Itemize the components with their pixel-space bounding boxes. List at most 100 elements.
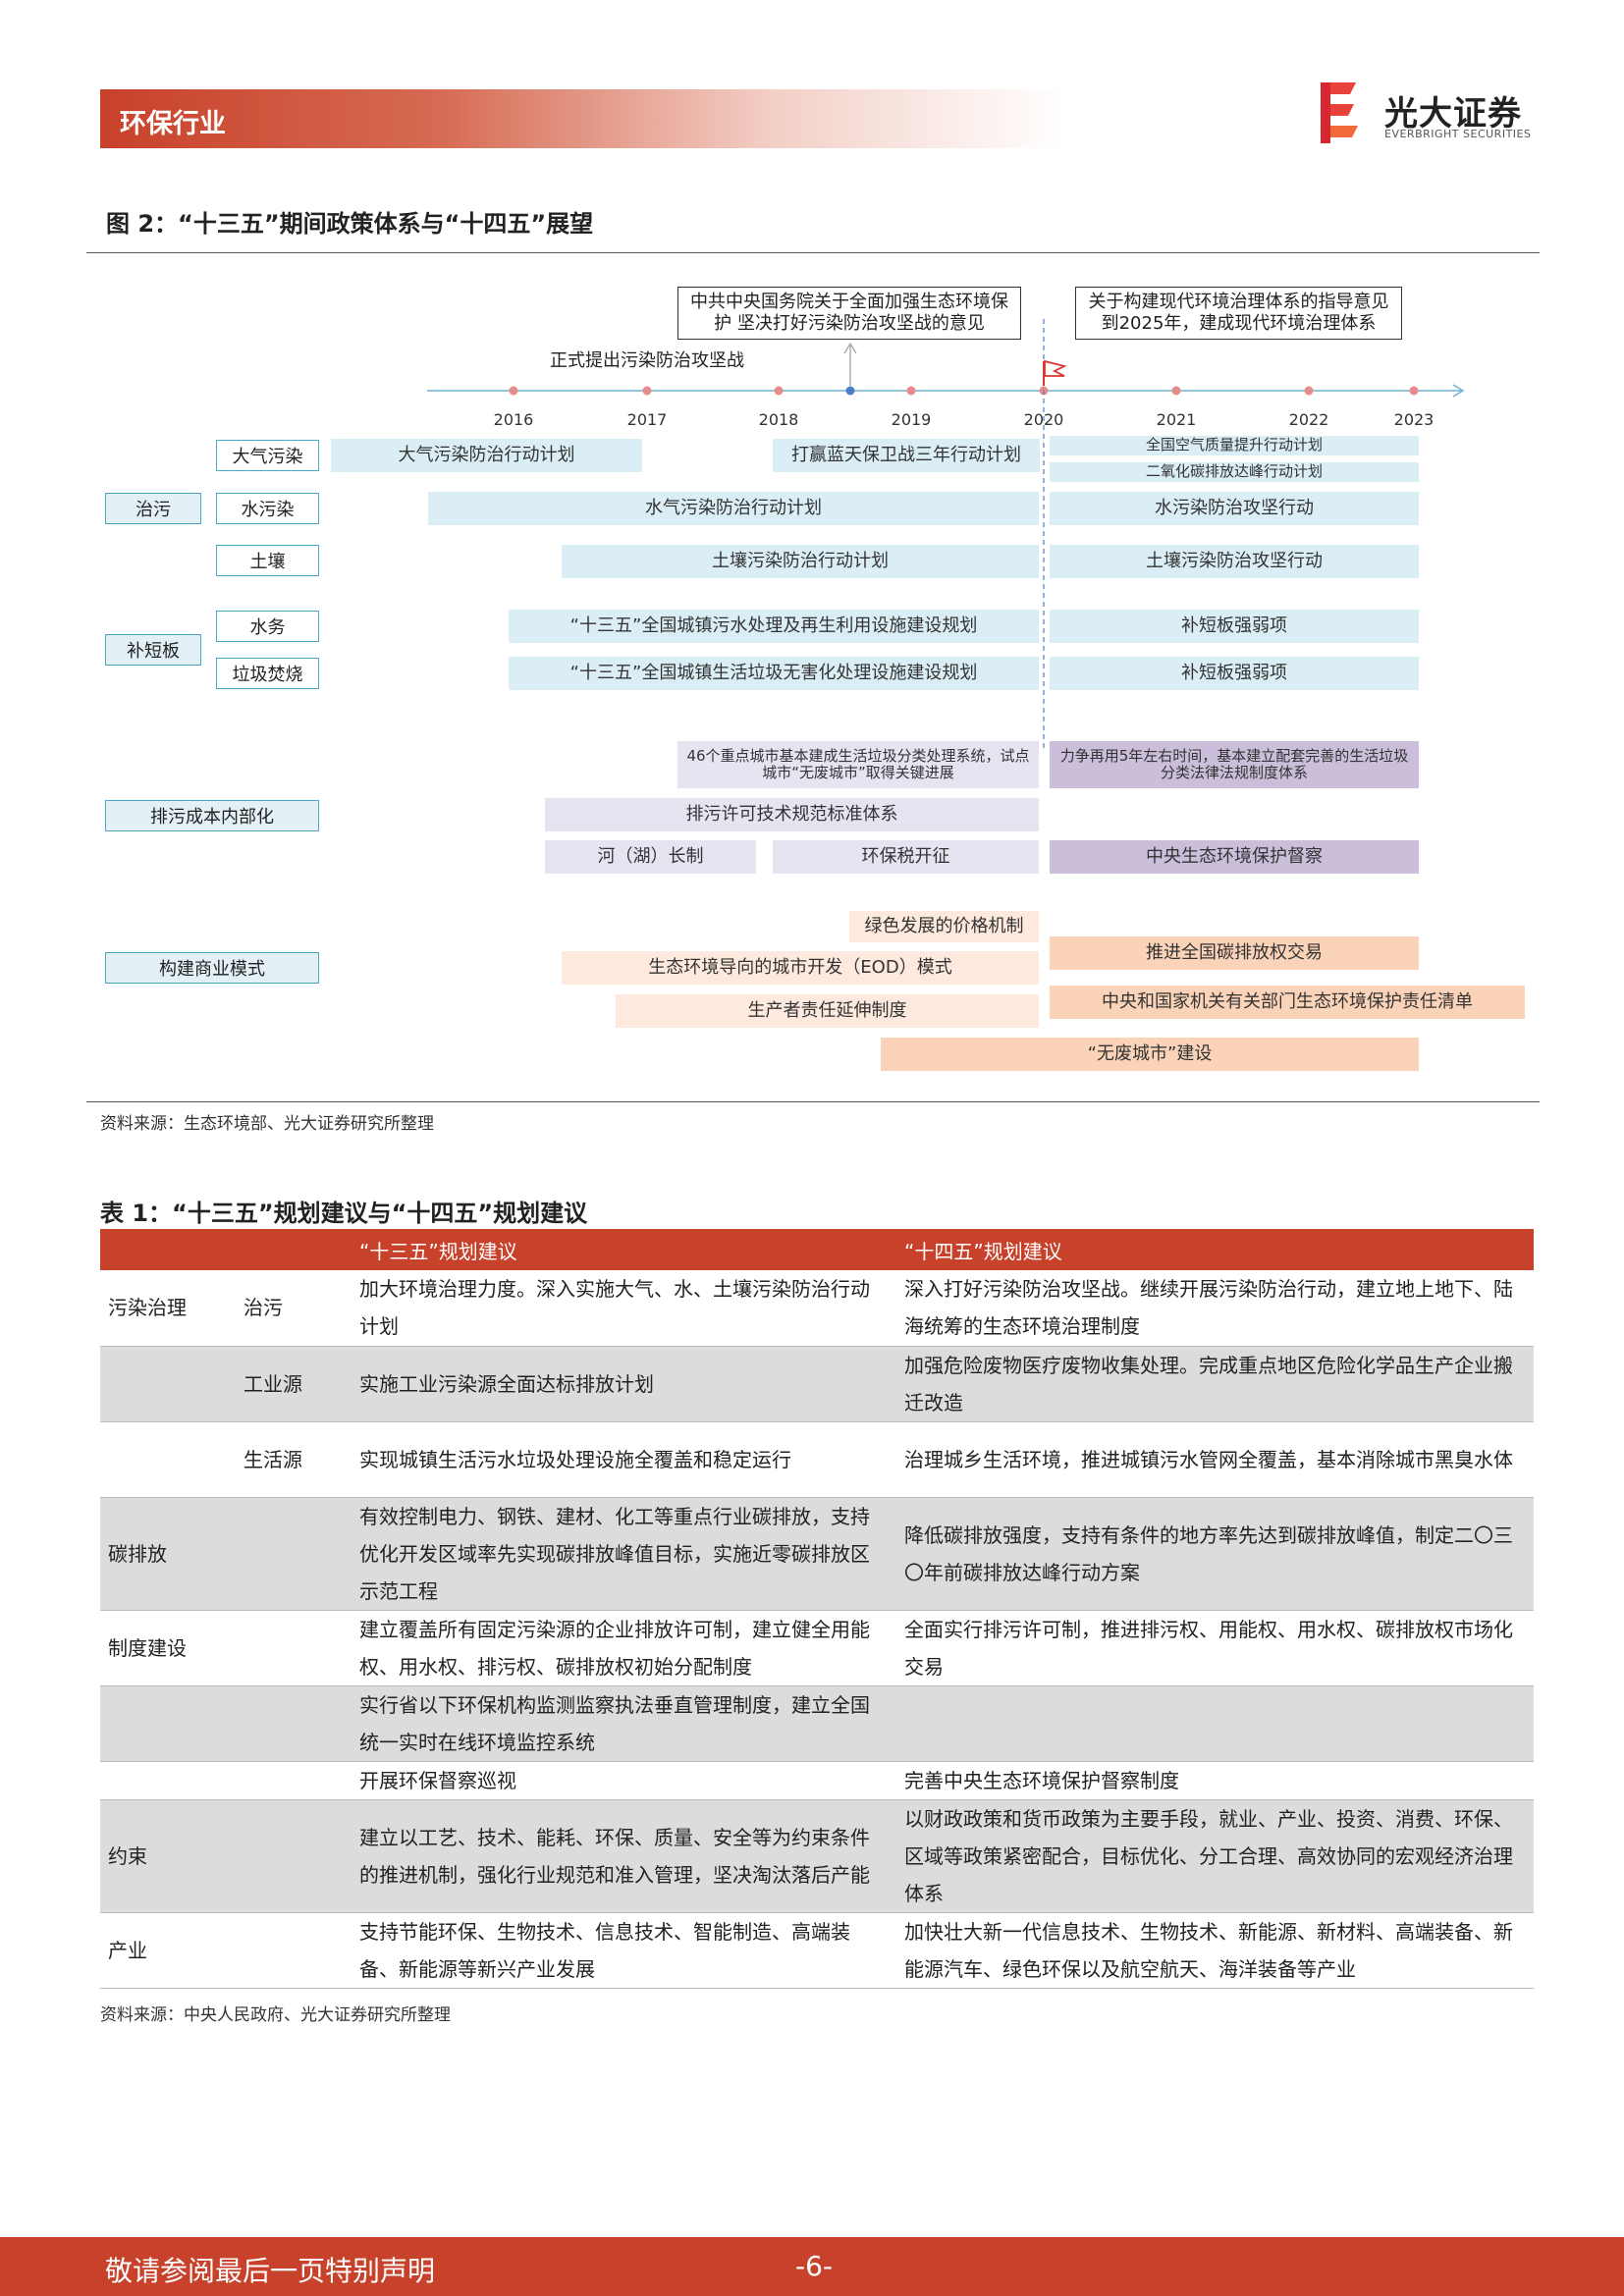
bar-soil-battle: 土壤污染防治攻坚行动 [1050, 545, 1419, 578]
table-row: 约束 建立以工艺、技术、能耗、环保、质量、安全等为约束条件的推进机制，强化行业规… [100, 1799, 1534, 1913]
table-cell [236, 1497, 352, 1611]
timeline-axis [427, 319, 1465, 751]
table-row: 碳排放 有效控制电力、钢铁、建材、化工等重点行业碳排放，支持优化开发区域率先实现… [100, 1497, 1534, 1611]
bar-short-2: 补短板强弱项 [1050, 657, 1419, 690]
policy-timeline-figure: 中共中央国务院关于全面加强生态环境保护 坚决打好污染防治攻坚战的意见 关于构建现… [88, 275, 1542, 1080]
year-label: 2017 [626, 410, 668, 429]
table-cell [100, 1346, 236, 1422]
table-cell: 加大环境治理力度。深入实施大气、水、土壤污染防治行动计划 [352, 1270, 896, 1347]
year-label: 2019 [891, 410, 932, 429]
table-row: 生活源 实现城镇生活污水垃圾处理设施全覆盖和稳定运行 治理城乡生活环境，推进城镇… [100, 1421, 1534, 1498]
bar-inspection: 中央生态环境保护督察 [1050, 840, 1419, 874]
table-cell: 有效控制电力、钢铁、建材、化工等重点行业碳排放，支持优化开发区域率先实现碳排放峰… [352, 1497, 896, 1611]
table-cell [100, 1421, 236, 1498]
bar-green-price: 绿色发展的价格机制 [849, 911, 1039, 942]
table-cell [236, 1685, 352, 1762]
bar-garbage-law: 力争再用5年左右时间，基本建立配套完善的生活垃圾分类法律法规制度体系 [1050, 741, 1419, 788]
bar-env-tax: 环保税开征 [773, 840, 1039, 874]
category-shortboard: 补短板 [105, 634, 201, 666]
table-cell: 加强危险废物医疗废物收集处理。完成重点地区危险化学品生产企业搬迁改造 [896, 1346, 1534, 1422]
table-cell: 以财政政策和货币政策为主要手段，就业、产业、投资、消费、环保、区域等政策紧密配合… [896, 1799, 1534, 1913]
table-cell: 制度建设 [100, 1610, 236, 1686]
bar-eod: 生态环境导向的城市开发（EOD）模式 [562, 951, 1039, 985]
bar-co2-peak: 二氧化碳排放达峰行动计划 [1050, 462, 1419, 482]
year-label: 2018 [758, 410, 799, 429]
table-cell: 碳排放 [100, 1497, 236, 1611]
bar-carbon-trade: 推进全国碳排放权交易 [1050, 936, 1419, 970]
table-row: 工业源 实施工业污染源全面达标排放计划 加强危险废物医疗废物收集处理。完成重点地… [100, 1346, 1534, 1422]
table-cell [100, 1761, 236, 1800]
bar-blue-sky: 打赢蓝天保卫战三年行动计划 [773, 439, 1040, 472]
table-cell: 治理城乡生活环境，推进城镇污水管网全覆盖，基本消除城市黑臭水体 [896, 1421, 1534, 1498]
table-cell: 建立覆盖所有固定污染源的企业排放许可制，建立健全用能权、用水权、排污权、碳排放权… [352, 1610, 896, 1686]
plan-comparison-table: “十三五”规划建议 “十四五”规划建议 污染治理 治污 加大环境治理力度。深入实… [100, 1229, 1534, 1989]
header-banner [100, 89, 1062, 148]
bar-permit-std: 排污许可技术规范标准体系 [545, 798, 1039, 831]
category-pollution: 治污 [105, 493, 201, 524]
table-source: 资料来源：中央人民政府、光大证券研究所整理 [100, 2005, 451, 2025]
figure-top-rule [86, 252, 1540, 253]
table-cell: 约束 [100, 1799, 236, 1913]
table-cell: 生活源 [236, 1421, 352, 1498]
bar-duty-list: 中央和国家机关有关部门生态环境保护责任清单 [1050, 986, 1525, 1019]
subcategory-waterworks: 水务 [216, 611, 319, 642]
bar-epr: 生产者责任延伸制度 [616, 994, 1039, 1028]
page-number: -6- [795, 2250, 834, 2282]
bar-short-1: 补短板强弱项 [1050, 610, 1419, 643]
bar-water-battle: 水污染防治攻坚行动 [1050, 492, 1419, 525]
table-cell: 深入打好污染防治攻坚战。继续开展污染防治行动，建立地上地下、陆海统筹的生态环境治… [896, 1270, 1534, 1347]
bar-water-plan: 水气污染防治行动计划 [428, 492, 1039, 525]
table-row: 制度建设 建立覆盖所有固定污染源的企业排放许可制，建立健全用能权、用水权、排污权… [100, 1610, 1534, 1686]
year-label: 2021 [1156, 410, 1197, 429]
year-label: 2023 [1393, 410, 1435, 429]
figure-caption: 图 2：“十三五”期间政策体系与“十四五”展望 [106, 210, 594, 238]
table-cell [236, 1761, 352, 1800]
bar-air-plan: 大气污染防治行动计划 [331, 439, 642, 472]
table-cell: 工业源 [236, 1346, 352, 1422]
year-label: 2022 [1288, 410, 1329, 429]
subcategory-air: 大气污染 [216, 440, 319, 471]
bar-river-chief: 河（湖）长制 [545, 840, 756, 874]
bar-soil-plan: 土壤污染防治行动计划 [562, 545, 1039, 578]
bar-no-waste: “无废城市”建设 [881, 1038, 1419, 1071]
footer-banner [0, 2237, 1624, 2296]
table-row: 开展环保督察巡视 完善中央生态环境保护督察制度 [100, 1761, 1534, 1800]
timeline-label: 正式提出污染防治攻坚战 [550, 350, 744, 371]
table-cell: 降低碳排放强度，支持有条件的地方率先达到碳排放峰值，制定二〇三〇年前碳排放达峰行… [896, 1497, 1534, 1611]
table-cell: 实施工业污染源全面达标排放计划 [352, 1346, 896, 1422]
table-cell: 全面实行排污许可制，推进排污权、用能权、用水权、碳排放权市场化交易 [896, 1610, 1534, 1686]
table-cell: 污染治理 [100, 1270, 236, 1347]
callout-left: 中共中央国务院关于全面加强生态环境保护 坚决打好污染防治攻坚战的意见 [677, 287, 1021, 340]
table-row: 污染治理 治污 加大环境治理力度。深入实施大气、水、土壤污染防治行动计划 深入打… [100, 1270, 1534, 1347]
logo-name-en: EVERBRIGHT SECURITIES [1384, 128, 1532, 140]
bar-air-quality: 全国空气质量提升行动计划 [1050, 436, 1419, 455]
industry-title: 环保行业 [120, 109, 226, 139]
bar-garbage-plan: “十三五”全国城镇生活垃圾无害化处理设施建设规划 [509, 657, 1039, 690]
header-cell [236, 1229, 352, 1270]
table-row: 产业 支持节能环保、生物技术、信息技术、智能制造、高端装备、新能源等新兴产业发展… [100, 1912, 1534, 1989]
table-cell [236, 1610, 352, 1686]
header-cell [100, 1229, 236, 1270]
header-cell: “十四五”规划建议 [896, 1229, 1534, 1270]
table-cell [236, 1799, 352, 1913]
category-business: 构建商业模式 [105, 952, 319, 984]
logo-name-cn: 光大证券 [1384, 94, 1522, 133]
bar-sewage-plan: “十三五”全国城镇污水处理及再生利用设施建设规划 [509, 610, 1039, 643]
table-cell [100, 1685, 236, 1762]
year-label: 2020 [1023, 410, 1064, 429]
callout-right: 关于构建现代环境治理体系的指导意见 到2025年，建成现代环境治理体系 [1075, 287, 1402, 340]
table-cell: 加快壮大新一代信息技术、生物技术、新能源、新材料、高端装备、新能源汽车、绿色环保… [896, 1912, 1534, 1989]
subcategory-water: 水污染 [216, 493, 319, 524]
table-cell [896, 1685, 1534, 1762]
table-cell: 开展环保督察巡视 [352, 1761, 896, 1800]
table-cell: 实现城镇生活污水垃圾处理设施全覆盖和稳定运行 [352, 1421, 896, 1498]
table-row: 实行省以下环保机构监测监察执法垂直管理制度，建立全国统一实时在线环境监控系统 [100, 1685, 1534, 1762]
table-cell: 支持节能环保、生物技术、信息技术、智能制造、高端装备、新能源等新兴产业发展 [352, 1912, 896, 1989]
category-cost: 排污成本内部化 [105, 800, 319, 831]
subcategory-waste: 垃圾焚烧 [216, 658, 319, 689]
table-caption: 表 1：“十三五”规划建议与“十四五”规划建议 [100, 1200, 588, 1227]
year-label: 2016 [493, 410, 534, 429]
table-cell: 完善中央生态环境保护督察制度 [896, 1761, 1534, 1800]
header-cell: “十三五”规划建议 [352, 1229, 896, 1270]
table-cell: 产业 [100, 1912, 236, 1989]
